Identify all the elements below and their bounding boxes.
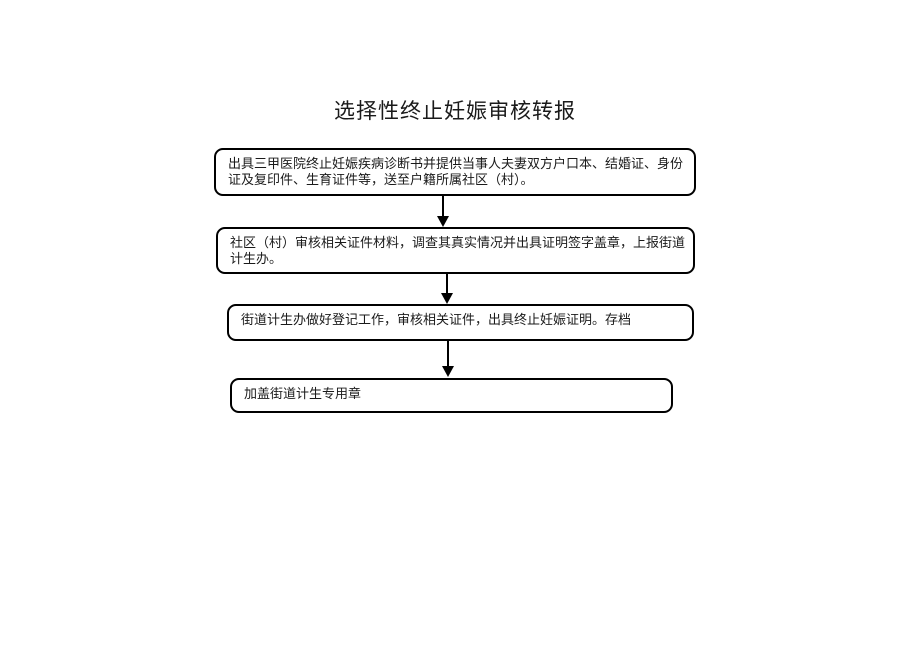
arrow-shaft [447, 341, 449, 367]
flow-step-3-text: 街道计生办做好登记工作，审核相关证件，出具终止妊娠证明。存档 [241, 312, 632, 327]
flow-step-1-text: 出具三甲医院终止妊娠疾病诊断书并提供当事人夫妻双方户口本、结婚证、身份证及复印件… [228, 156, 684, 187]
down-arrow-1 [437, 196, 449, 227]
down-arrow-2 [441, 274, 453, 304]
down-arrow-3 [442, 341, 454, 377]
flow-step-3: 街道计生办做好登记工作，审核相关证件，出具终止妊娠证明。存档 [227, 304, 694, 341]
page-title: 选择性终止妊娠审核转报 [334, 99, 576, 123]
arrow-head-icon [437, 216, 449, 227]
arrow-head-icon [441, 293, 453, 304]
flow-step-4: 加盖街道计生专用章 [230, 378, 673, 413]
flow-step-4-text: 加盖街道计生专用章 [244, 386, 362, 401]
arrow-head-icon [442, 366, 454, 377]
arrow-shaft [446, 274, 448, 294]
flow-step-2: 社区（村）审核相关证件材料，调查其真实情况并出具证明签字盖章，上报街道计生办。 [216, 227, 695, 274]
flow-step-1: 出具三甲医院终止妊娠疾病诊断书并提供当事人夫妻双方户口本、结婚证、身份证及复印件… [214, 148, 696, 196]
arrow-shaft [442, 196, 444, 217]
flow-step-2-text: 社区（村）审核相关证件材料，调查其真实情况并出具证明签字盖章，上报街道计生办。 [230, 235, 686, 266]
